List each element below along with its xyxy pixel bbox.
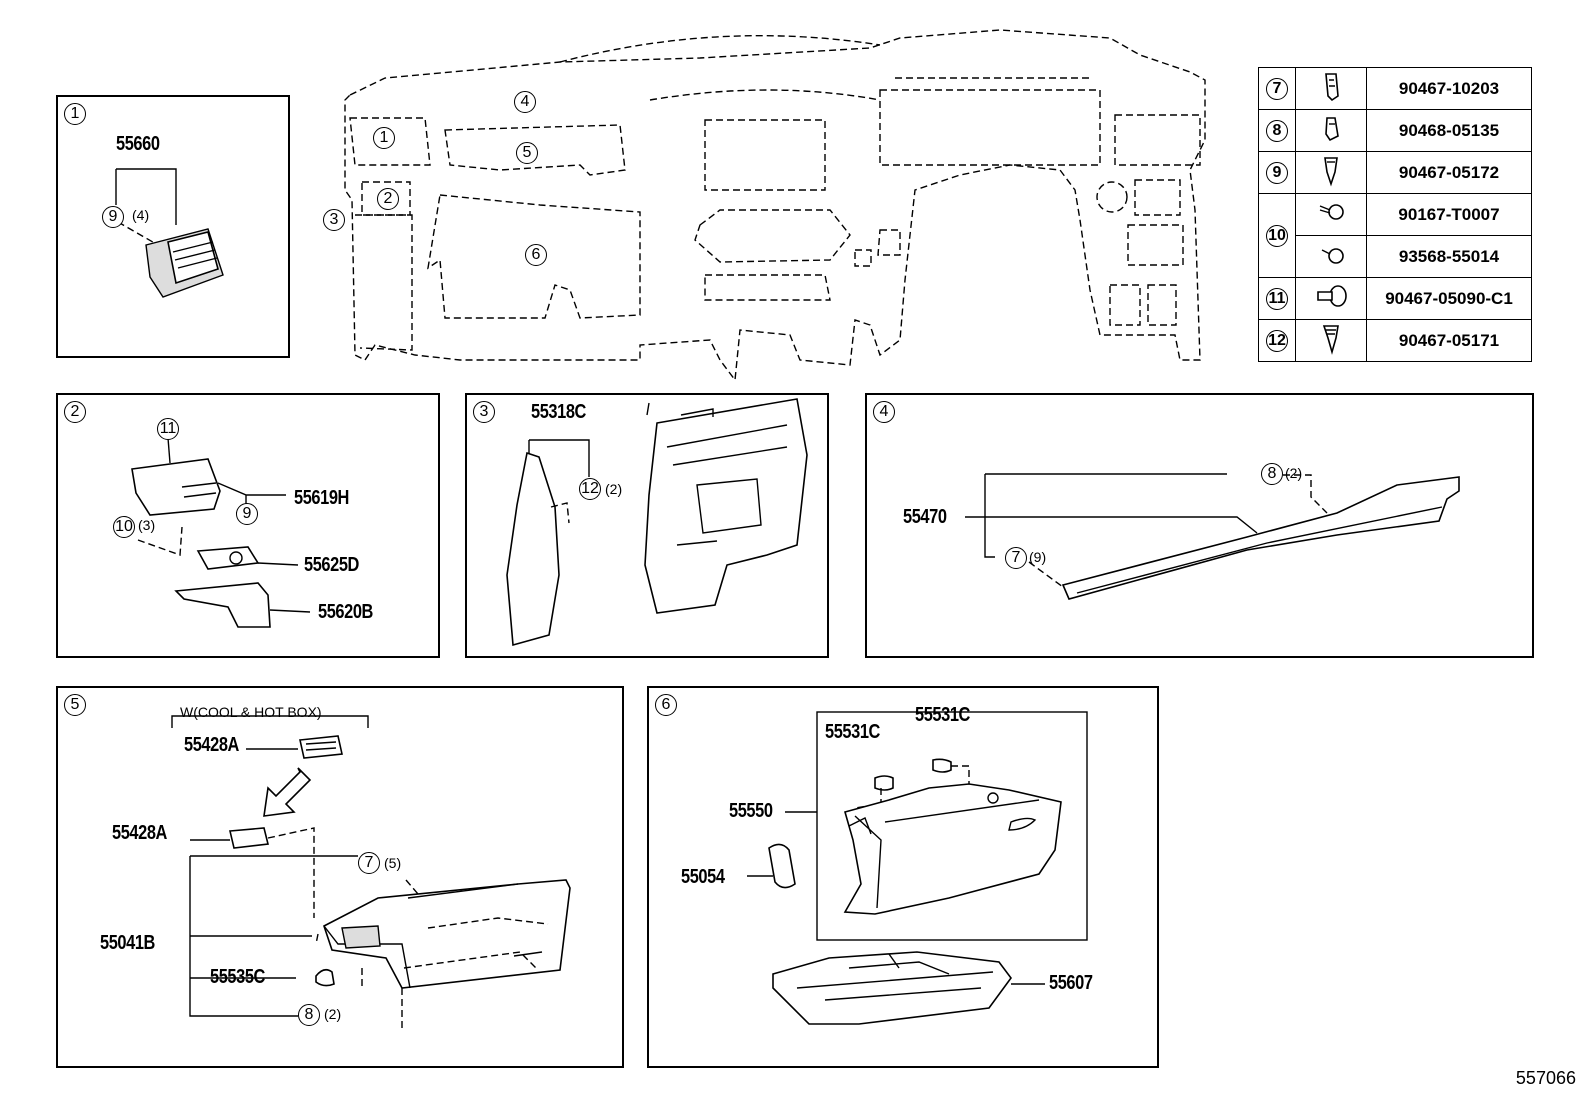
switch-drawing bbox=[131, 437, 311, 628]
quantity: (2) bbox=[1285, 465, 1303, 481]
part-label-55660[interactable]: 55660 bbox=[116, 133, 160, 155]
part-label-55550[interactable]: 55550 bbox=[729, 800, 773, 822]
callout-6[interactable]: 6 bbox=[525, 244, 547, 266]
dashboard-outline bbox=[344, 29, 1206, 382]
legend-num: 12 bbox=[1266, 329, 1288, 352]
quantity: (2) bbox=[605, 481, 623, 497]
legend-num: 11 bbox=[1266, 287, 1288, 310]
quantity: (2) bbox=[324, 1006, 342, 1022]
legend-row: 10 90167-T0007 bbox=[1258, 193, 1532, 278]
callout-2[interactable]: 2 bbox=[377, 188, 399, 210]
panel-5-upper-box: 5 W(COOL & HOT BOX) 55428A 55428A 55041B… bbox=[56, 686, 624, 1068]
panel-badge: 5 bbox=[64, 694, 86, 716]
trim-strip-drawing bbox=[965, 473, 1460, 600]
callout-8[interactable]: 8 bbox=[298, 1004, 320, 1026]
panel-badge: 1 bbox=[64, 103, 86, 125]
callout-4[interactable]: 4 bbox=[514, 91, 536, 113]
panel-badge: 6 bbox=[655, 694, 677, 716]
legend-row: 12 90467-05171 bbox=[1258, 319, 1532, 362]
legend-part-number: 90467-05171 bbox=[1366, 319, 1532, 362]
clip-icon bbox=[1295, 151, 1367, 194]
dashboard-overview: 1 2 3 4 5 6 bbox=[0, 0, 1240, 390]
panel-6-glove-box: 6 55531C 55531C 55550 55054 55607 bbox=[647, 686, 1159, 1068]
upper-box-drawing bbox=[171, 715, 571, 1028]
part-label-55318C[interactable]: 55318C bbox=[531, 401, 586, 423]
quantity: (5) bbox=[384, 855, 402, 871]
part-label-55470[interactable]: 55470 bbox=[903, 506, 947, 528]
quantity: (4) bbox=[132, 207, 150, 223]
callout-9[interactable]: 9 bbox=[102, 206, 124, 228]
callout-3[interactable]: 3 bbox=[323, 209, 345, 231]
glove-box-drawing bbox=[747, 711, 1088, 1025]
part-label-55607[interactable]: 55607 bbox=[1049, 972, 1093, 994]
part-label-55625D[interactable]: 55625D bbox=[304, 554, 359, 576]
quantity: (3) bbox=[138, 517, 156, 533]
callout-10[interactable]: 10 bbox=[113, 516, 135, 538]
callout-1[interactable]: 1 bbox=[373, 127, 395, 149]
callout-7[interactable]: 7 bbox=[358, 852, 380, 874]
panel-2-switch-cluster: 2 11 9 10 (3) 55619H 55625D 55620B bbox=[56, 393, 440, 658]
callout-9[interactable]: 9 bbox=[236, 503, 258, 525]
legend-row: 11 90467-05090-C1 bbox=[1258, 277, 1532, 320]
part-label-55054[interactable]: 55054 bbox=[681, 866, 725, 888]
legend-part-number: 90468-05135 bbox=[1366, 109, 1532, 152]
legend-part-number: 90467-05172 bbox=[1366, 151, 1532, 194]
callout-12[interactable]: 12 bbox=[579, 478, 601, 500]
pin-icon bbox=[1295, 277, 1367, 320]
callout-8[interactable]: 8 bbox=[1261, 463, 1283, 485]
callout-11[interactable]: 11 bbox=[157, 418, 179, 440]
panel-3-side-cover: 3 55318C 12 (2) bbox=[465, 393, 829, 658]
part-label-55428A[interactable]: 55428A bbox=[112, 822, 167, 844]
legend-part-number: 90467-05090-C1 bbox=[1366, 277, 1532, 320]
screw-icon bbox=[1295, 235, 1367, 278]
legend-num: 10 bbox=[1266, 224, 1288, 247]
panel-4-trim-strip: 4 55470 8 (2) 7 (9) bbox=[865, 393, 1534, 658]
clip-icon bbox=[1295, 109, 1367, 152]
callout-7[interactable]: 7 bbox=[1005, 547, 1027, 569]
glove-box-frame bbox=[816, 711, 1088, 941]
part-label-55620B[interactable]: 55620B bbox=[318, 601, 373, 623]
legend-part-number: 93568-55014 bbox=[1366, 235, 1532, 278]
legend-num: 7 bbox=[1266, 77, 1288, 100]
legend-part-number: 90167-T0007 bbox=[1366, 193, 1532, 236]
part-label-55531C-left[interactable]: 55531C bbox=[825, 721, 880, 743]
legend-part-number: 90467-10203 bbox=[1366, 67, 1532, 110]
callout-5[interactable]: 5 bbox=[516, 142, 538, 164]
part-label-55428A-alt[interactable]: 55428A bbox=[184, 734, 239, 756]
legend-row: 8 90468-05135 bbox=[1258, 109, 1532, 152]
fastener-legend-table: 7 90467-10203 8 90468-05135 9 90467-0517… bbox=[1258, 67, 1532, 362]
panel-badge: 4 bbox=[873, 401, 895, 423]
legend-num: 9 bbox=[1266, 161, 1288, 184]
legend-num: 8 bbox=[1266, 119, 1288, 142]
part-label-55535C[interactable]: 55535C bbox=[210, 966, 265, 988]
part-label-55619H[interactable]: 55619H bbox=[294, 487, 349, 509]
panel-1-air-vent: 1 55660 9 (4) bbox=[56, 95, 290, 358]
clip-icon bbox=[1295, 67, 1367, 110]
legend-row: 9 90467-05172 bbox=[1258, 151, 1532, 194]
screw-icon bbox=[1295, 193, 1367, 236]
legend-row: 7 90467-10203 bbox=[1258, 67, 1532, 110]
illustration-number: 557066 bbox=[1515, 1068, 1576, 1088]
part-label-55041B[interactable]: 55041B bbox=[100, 932, 155, 954]
side-cover-drawing bbox=[506, 398, 808, 647]
legend-row: 93568-55014 bbox=[1259, 235, 1532, 278]
panel-badge: 2 bbox=[64, 401, 86, 423]
quantity: (9) bbox=[1029, 549, 1047, 565]
part-label-55531C-right[interactable]: 55531C bbox=[915, 704, 970, 726]
vent-drawing bbox=[115, 168, 224, 298]
clip-icon bbox=[1295, 319, 1367, 362]
panel-badge: 3 bbox=[473, 401, 495, 423]
